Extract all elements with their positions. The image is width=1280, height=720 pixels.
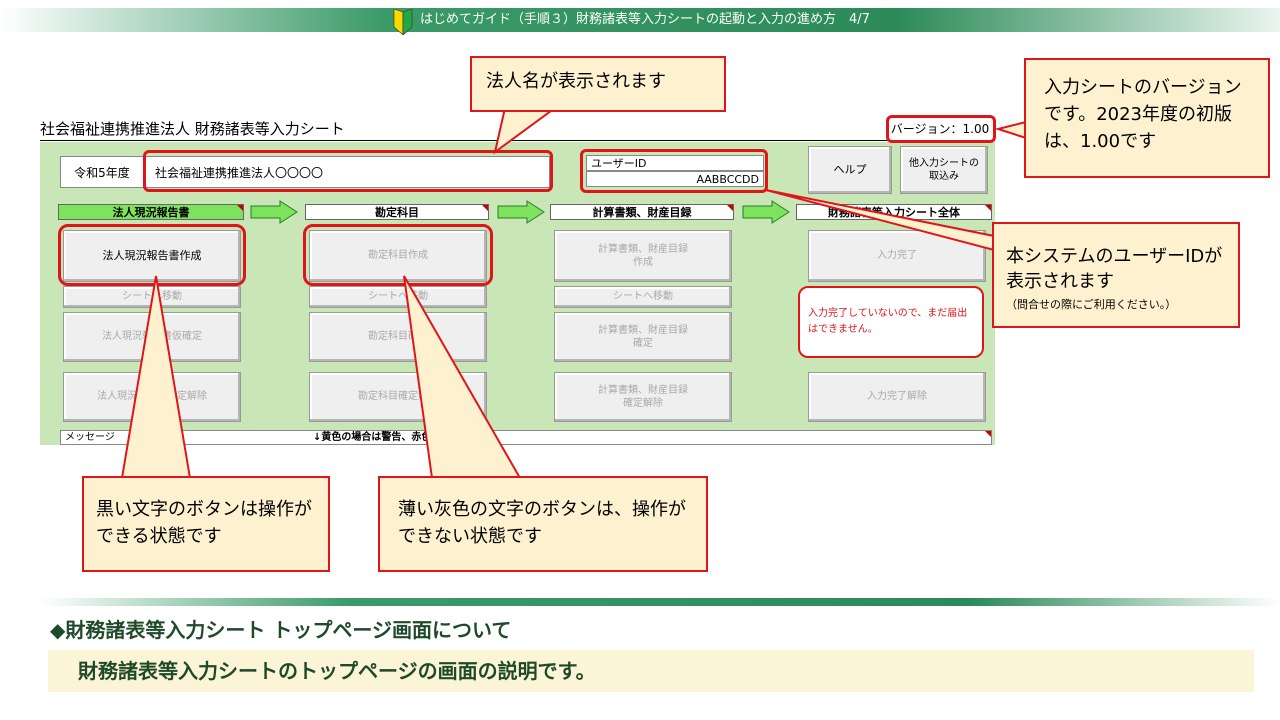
user-id-value: AABBCCDD	[586, 171, 764, 187]
stage-financial-statements: 計算書類、財産目録	[550, 204, 734, 220]
header-title: はじめてガイド（手順３）財務諸表等入力シートの起動と入力の進め方 4/7	[420, 12, 870, 27]
sheet-title: 社会福祉連携推進法人 財務諸表等入力シート	[40, 120, 345, 138]
highlight-version	[886, 115, 996, 143]
arrow-right-icon	[742, 200, 790, 224]
highlight-user-id	[580, 149, 768, 193]
goto-sheet-button[interactable]: シートへ移動	[554, 286, 732, 308]
highlight-corp-name	[143, 150, 553, 192]
callout-version: 入力シートのバージョンです。2023年度の初版は、1.00です	[1024, 58, 1270, 178]
help-button[interactable]: ヘルプ	[808, 146, 892, 194]
fiscal-year: 令和5年度	[60, 156, 144, 188]
beginner-mark-icon	[393, 9, 413, 35]
divider	[40, 140, 995, 141]
import-sheet-button[interactable]: 他入力シートの取込み	[900, 146, 988, 194]
callout-gray-button: 薄い灰色の文字のボタンは、操作ができない状態です	[378, 476, 708, 572]
version-label: バージョン：1.00	[888, 118, 992, 140]
message-label: メッセージ	[65, 432, 115, 443]
section-description: 財務諸表等入力シートのトップページの画面の説明です。	[78, 659, 596, 683]
arrow-right-icon	[497, 200, 545, 224]
create-corp-report-button[interactable]: 法人現況報告書作成	[63, 230, 241, 282]
goto-sheet-button[interactable]: シートへ移動	[309, 286, 487, 308]
goto-sheet-button[interactable]: シートへ移動	[63, 286, 241, 308]
stage-corp-report: 法人現況報告書	[58, 204, 244, 220]
stage-accounts: 勘定科目	[305, 204, 489, 220]
section-heading: ◆財務諸表等入力シート トップページ画面について	[50, 618, 512, 642]
user-id-label: ユーザーID	[586, 155, 764, 171]
input-complete-cancel-button[interactable]: 入力完了解除	[808, 372, 986, 422]
corp-report-unconfirm-button[interactable]: 法人現況報告書確定解除	[63, 372, 241, 422]
message-bar: メッセージ ↓黄色の場合は警告、赤色はエラー	[60, 430, 992, 445]
corp-name-field: 社会福祉連携推進法人〇〇〇〇	[144, 156, 550, 188]
corp-report-provisional-button[interactable]: 法人現況報告書仮確定	[63, 312, 241, 362]
message-hint: ↓黄色の場合は警告、赤色はエラー	[313, 432, 472, 443]
highlight-gray-button	[303, 224, 493, 286]
input-complete-button[interactable]: 入力完了	[808, 230, 986, 282]
create-statements-button[interactable]: 計算書類、財産目録作成	[554, 230, 732, 282]
highlight-black-button	[58, 224, 246, 286]
callout-corp-name: 法人名が表示されます	[470, 56, 726, 112]
create-accounts-button[interactable]: 勘定科目作成	[309, 230, 487, 282]
callout-user-id: 本システムのユーザーIDが表示されます （問合せの際にご利用ください。）	[992, 222, 1240, 328]
arrow-right-icon	[250, 200, 298, 224]
footer-divider	[40, 598, 1280, 606]
stage-whole-sheet: 財務諸表等入力シート全体	[796, 204, 992, 220]
unconfirm-statements-button[interactable]: 計算書類、財産目録確定解除	[554, 372, 732, 422]
confirm-statements-button[interactable]: 計算書類、財産目録確定	[554, 312, 732, 362]
callout-black-button: 黒い文字のボタンは操作ができる状態です	[82, 476, 330, 572]
confirm-accounts-button[interactable]: 勘定科目確定	[309, 312, 487, 362]
header-banner	[0, 8, 1280, 32]
unconfirm-accounts-button[interactable]: 勘定科目確定解除	[309, 372, 487, 422]
warning-message: 入力完了していないので、まだ届出はできません。	[798, 286, 984, 358]
description-bar	[48, 650, 1254, 692]
